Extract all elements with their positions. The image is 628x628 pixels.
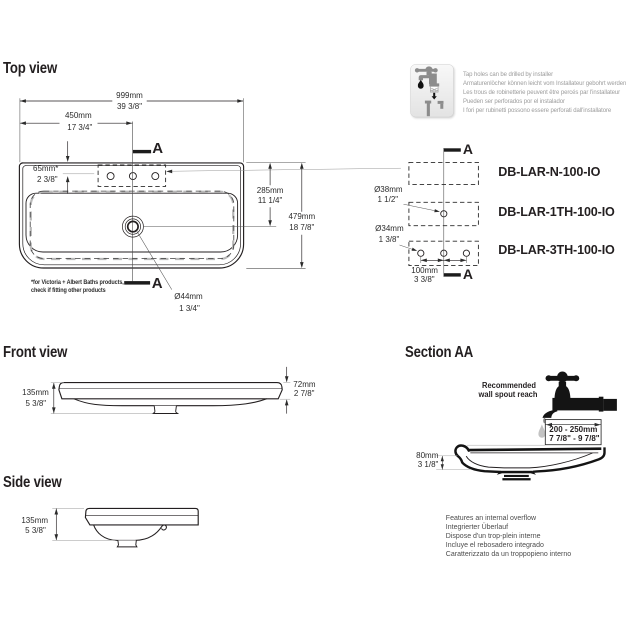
top-view-title: Top view [3, 59, 58, 77]
tap-drill-icon [414, 66, 444, 117]
top-view-drawing [18, 98, 401, 290]
footnote-line2: check if fitting other products [31, 286, 106, 294]
dim-triple-hole-in: 1 3/8" [378, 234, 400, 244]
section-aa-title: Section AA [405, 344, 474, 362]
detail-marker-a-bottom: A [462, 266, 474, 283]
installer-note-line-1: Tap holes can be drilled by installer [463, 70, 554, 78]
front-view-drawing [50, 366, 291, 414]
dim-overall-depth-in: 18 7/8" [289, 222, 315, 232]
front-height-mm: 135mm [22, 388, 49, 398]
dim-single-hole-mm: Ø38mm [374, 185, 403, 194]
dim-tap-centre-mm: 450mm [64, 110, 92, 120]
dim-overall-width-in: 39 3/8" [116, 101, 143, 111]
front-view-title: Front view [3, 343, 68, 361]
product-code-n: DB-LAR-N-100-IO [498, 165, 601, 180]
installer-note-line-5: I fori per rubinetti possono essere perf… [463, 107, 612, 115]
side-height-mm: 135mm [21, 515, 49, 525]
overflow-note-line-2: Integrierter Überlauf [445, 524, 509, 532]
section-aa-drawing [436, 371, 617, 481]
front-height-in: 5 3/8" [25, 399, 47, 409]
side-view-title: Side view [3, 473, 62, 491]
tap-hole-options-drawing [399, 148, 479, 277]
spout-reach-mm: 200 - 250mm [549, 424, 598, 434]
product-code-1th: DB-LAR-1TH-100-IO [498, 204, 615, 219]
installer-note-line-3: Les trous de robinetterie peuvent être p… [463, 89, 621, 96]
installer-note-line-2: Armaturenlöcher können leicht vom Instal… [463, 79, 627, 87]
overflow-note-line-3: Dispose d'un trop-plein interne [445, 533, 541, 541]
dim-single-hole-in: 1 1/2" [377, 194, 399, 204]
dim-tap-centre-in: 17 3/4" [67, 122, 93, 132]
product-code-3th: DB-LAR-3TH-100-IO [498, 243, 615, 258]
installer-note-line-4: Pueden ser perforados por el instalador [463, 98, 566, 106]
overflow-note-line-1: Features an internal overflow [445, 515, 537, 523]
spout-reach-in: 7 7/8" - 9 7/8" [549, 434, 600, 443]
overflow-note-line-4: Incluye el rebosadero integrado [445, 542, 544, 550]
dim-drain-dia-mm: Ø44mm [174, 292, 203, 302]
section-marker-a-bottom: A [151, 275, 163, 293]
overflow-note-line-5: Caratterizzato da un troppopieno interno [445, 551, 572, 559]
section-marker-a-top: A [152, 139, 164, 157]
detail-marker-a-top: A [462, 141, 474, 158]
dim-overall-width-mm: 999mm [116, 90, 143, 100]
dim-drain-dia-in: 1 3/4" [179, 303, 200, 313]
spout-note-line2: wall spout reach [478, 390, 538, 400]
front-rim-in: 2 7/8" [293, 389, 315, 398]
side-height-in: 5 3/8" [25, 525, 46, 535]
dim-drain-offset-in: 11 1/4" [257, 195, 283, 205]
dim-hole-spacing-mm: 100mm [411, 265, 438, 275]
dim-hole-edge-mm: 65mm* [33, 163, 59, 173]
front-rim-mm: 72mm [293, 379, 316, 389]
dim-overall-depth-mm: 479mm [288, 212, 316, 222]
overflow-in: 3 1/8" [417, 459, 439, 469]
overflow-mm: 80mm [416, 450, 439, 460]
dim-hole-edge-in: 2 3/8" [37, 175, 58, 184]
dim-triple-hole-mm: Ø34mm [375, 224, 404, 234]
dim-hole-spacing-in: 3 3/8" [413, 275, 435, 285]
footnote-line1: *for Victoria + Albert Baths products, [31, 279, 124, 287]
installer-icon-box [410, 64, 455, 119]
side-view-drawing [52, 507, 199, 548]
dim-drain-offset-mm: 285mm [256, 185, 284, 195]
spout-note-line1: Recommended [482, 380, 536, 390]
